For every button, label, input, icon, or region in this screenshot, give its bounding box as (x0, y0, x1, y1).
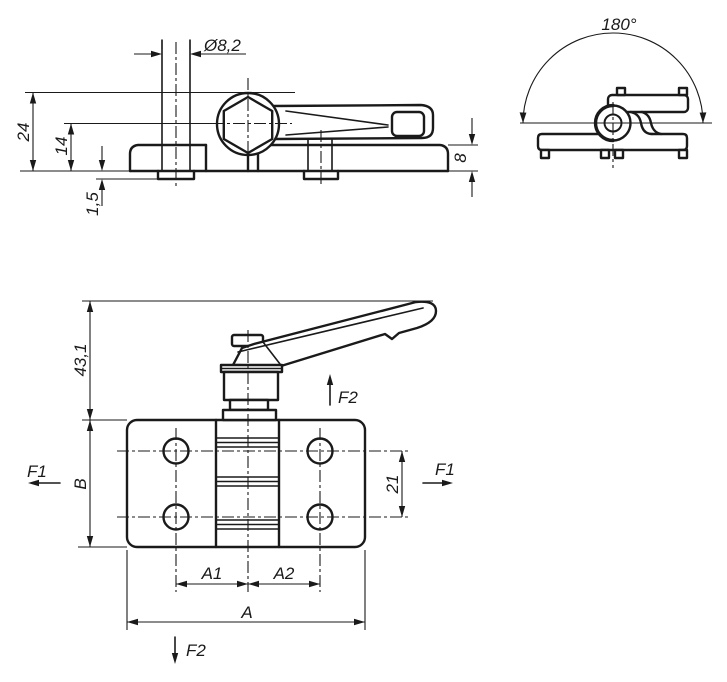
view-side-section: Ø8,2 24 14 1,5 8 (14, 36, 478, 216)
arrowhead (86, 420, 94, 431)
left-leaf-outline (128, 143, 208, 173)
arrowhead (176, 580, 187, 588)
arrowhead (190, 50, 201, 58)
arrowhead (127, 618, 138, 626)
arrowhead (86, 536, 94, 547)
arrowhead (237, 580, 248, 588)
arrowhead (98, 160, 106, 171)
upper-leaf-stud (615, 86, 627, 97)
extension-lines-width (126, 550, 366, 630)
dim-A-label: A (240, 603, 252, 622)
dim-diameter-label: Ø8,2 (203, 36, 241, 55)
force-arrowhead (326, 374, 334, 385)
lever-facet-line (262, 341, 281, 365)
upper-leaf-stud (677, 86, 689, 97)
lower-leaf-stud (613, 148, 625, 160)
force-F1-right-label: F1 (435, 460, 455, 479)
arrowhead (86, 301, 94, 312)
knuckle-column (214, 418, 281, 549)
force-F2-down-label: F2 (186, 641, 206, 660)
dim-1-5-label: 1,5 (83, 192, 102, 216)
dim-21-label: 21 (383, 475, 402, 495)
arrowhead (29, 92, 37, 104)
arrowhead (29, 160, 37, 171)
dim-A2-label: A2 (273, 564, 295, 583)
arrowhead (699, 112, 707, 123)
dim-14-label: 14 (52, 137, 71, 156)
arrowhead (98, 179, 106, 190)
view-swing-angle: 180° (519, 15, 712, 168)
arrowhead (86, 409, 94, 420)
lever-taper-lines (285, 110, 389, 136)
force-arrowhead (171, 653, 179, 664)
dim-8-label: 8 (451, 153, 470, 163)
arrowhead (398, 506, 406, 517)
arrowhead (67, 123, 75, 135)
force-arrowhead (442, 479, 453, 487)
dim-line-diameter (134, 40, 246, 55)
dim-24-label: 24 (14, 123, 33, 143)
arrowhead (67, 160, 75, 171)
arrowhead (248, 580, 259, 588)
force-arrowhead (28, 479, 39, 487)
lever-grip-end (390, 110, 426, 138)
arrowhead (519, 112, 527, 123)
lever-washer (221, 408, 278, 422)
right-leaf-outline (256, 143, 450, 173)
lower-leaf-stud (677, 148, 689, 160)
upper-leaf (606, 93, 690, 114)
arrowhead (151, 50, 162, 58)
arrowhead (309, 580, 320, 588)
swing-arc (522, 32, 704, 124)
arrowhead (468, 171, 476, 182)
swing-angle-label: 180° (601, 15, 636, 34)
arrowhead (354, 618, 365, 626)
lever-hub-cylinder (222, 370, 280, 402)
lower-leaf-stud (599, 148, 611, 160)
arrowhead (468, 134, 476, 145)
stud-left-edges (161, 39, 191, 172)
dim-A1-label: A1 (201, 564, 223, 583)
force-F2-up-label: F2 (338, 388, 358, 407)
dim-B-label: B (71, 478, 90, 489)
arrowhead (398, 451, 406, 462)
lower-leaf-stud (539, 148, 551, 160)
lever-edge-line (237, 307, 424, 353)
force-F1-left-label: F1 (27, 462, 47, 481)
lever-neck (228, 398, 270, 412)
view-front: 43,1 B 21 A1 A2 A F1 F1 F2 (27, 300, 455, 664)
hinge-plate (125, 418, 367, 549)
dim-43-1-label: 43,1 (71, 343, 90, 376)
